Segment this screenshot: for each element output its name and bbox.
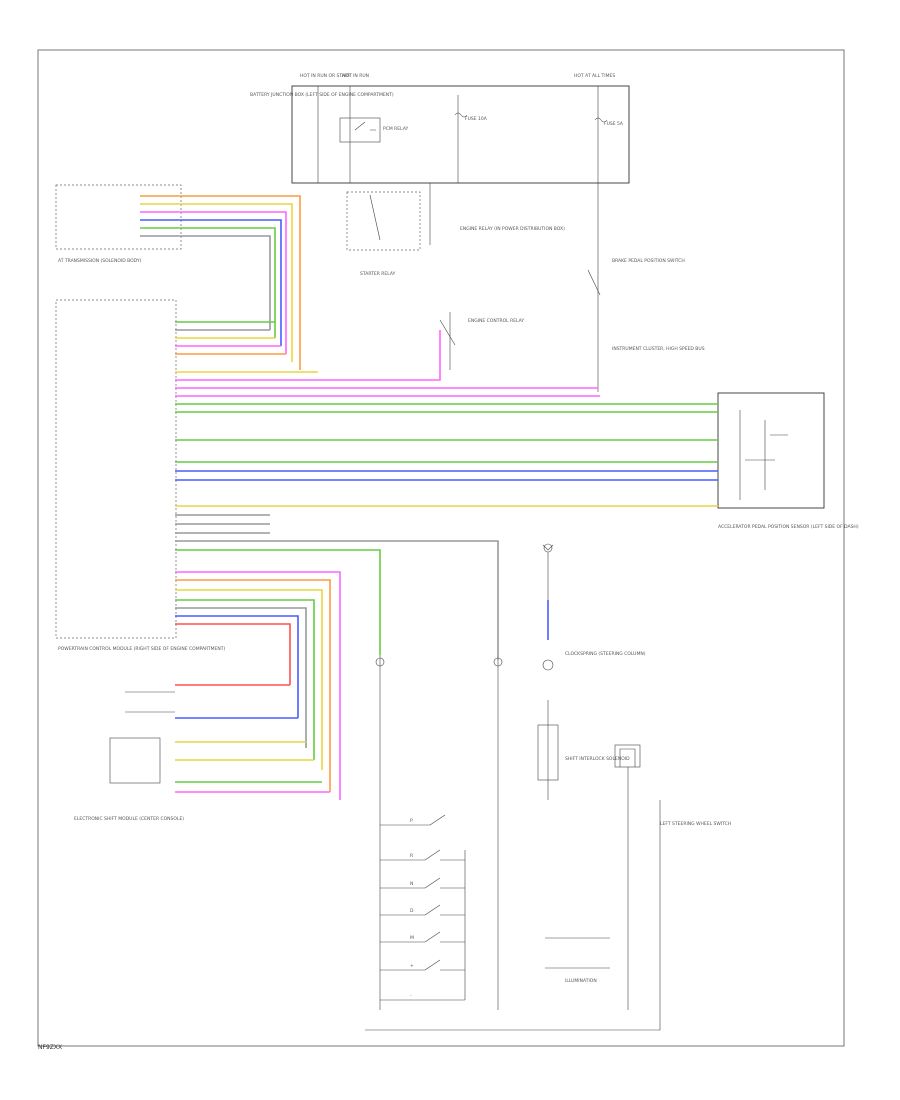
engine-control-label: ENGINE CONTROL RELAY (468, 318, 524, 324)
gear-minus: - (410, 994, 412, 999)
gear-p: P (410, 818, 413, 824)
pcm-wires (175, 321, 718, 660)
engine-relay-label: ENGINE RELAY (IN POWER DISTRIBUTION BOX) (460, 226, 565, 232)
left-steer-label: LEFT STEERING WHEEL SWITCH (660, 821, 731, 827)
hot-run-start-label: HOT IN RUN OR START (300, 73, 351, 79)
transmission-block: AT TRANSMISSION (SOLENOID BODY) (55, 184, 182, 264)
shift-module-label: ELECTRONIC SHIFT MODULE (CENTER CONSOLE) (74, 816, 184, 822)
transmission-wires (140, 195, 301, 370)
gear-cluster-label: INSTRUMENT CLUSTER, HIGH SPEED BUS (612, 346, 705, 352)
hot-run-label: HOT IN RUN (342, 73, 369, 79)
illumination-label: ILLUMINATION (565, 978, 597, 984)
shift-module-wires: ELECTRONIC SHIFT MODULE (CENTER CONSOLE) (74, 571, 341, 822)
fuse-box: HOT IN RUN OR START HOT IN RUN HOT AT AL… (250, 73, 630, 184)
hot-always-label: HOT AT ALL TIMES (574, 73, 615, 79)
gear-r: R (410, 853, 413, 859)
clockspring-group: CLOCKSPRING (STEERING COLUMN) SHIFT INTE… (365, 543, 731, 1031)
transmission-label: AT TRANSMISSION (SOLENOID BODY) (58, 258, 142, 264)
start-relay-group: STARTER RELAY ENGINE RELAY (IN POWER DIS… (346, 183, 565, 277)
diagram-code: NF9ZXX (38, 1044, 63, 1051)
accel-pedal-label: ACCELERATOR PEDAL POSITION SENSOR (LEFT … (718, 524, 859, 530)
brake-switch-label: BRAKE PEDAL POSITION SWITCH (612, 258, 685, 264)
gear-m: M (410, 935, 414, 941)
steer-switch-label: SHIFT INTERLOCK SOLENOID (565, 756, 630, 762)
fuse-5a-label: FUSE 5A (604, 121, 624, 127)
start-relay-label: STARTER RELAY (360, 271, 396, 277)
gear-d: D (410, 908, 414, 914)
pcm-block: POWERTRAIN CONTROL MODULE (RIGHT SIDE OF… (55, 299, 225, 652)
pcm-label: POWERTRAIN CONTROL MODULE (RIGHT SIDE OF… (58, 646, 225, 652)
gear-n: N (410, 881, 413, 887)
gear-selector: P R N D M + - (375, 655, 503, 1010)
engine-control-group: ENGINE CONTROL RELAY (439, 312, 524, 370)
gear-switches: P R N D M + - (380, 814, 465, 1001)
battery-junction-box-label: BATTERY JUNCTION BOX (LEFT SIDE OF ENGIN… (250, 92, 394, 98)
gear-plus: + (410, 963, 414, 969)
diagram-frame (37, 49, 845, 1047)
cluster-detent-label: CLOCKSPRING (STEERING COLUMN) (565, 651, 646, 657)
brake-switch-group: BRAKE PEDAL POSITION SWITCH INSTRUMENT C… (587, 183, 705, 392)
accel-pedal-block: ACCELERATOR PEDAL POSITION SENSOR (LEFT … (717, 392, 859, 530)
fuse-10a-label: FUSE 10A (465, 116, 488, 122)
relay-label: PCM RELAY (383, 126, 408, 132)
